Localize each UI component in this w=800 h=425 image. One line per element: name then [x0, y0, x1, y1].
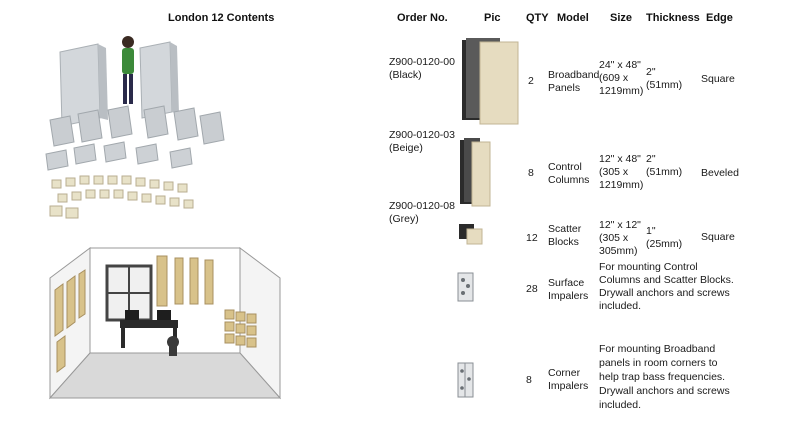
order-number: Z900-0120-08 — [389, 200, 455, 212]
description-line: help trap bass frequencies. — [599, 371, 726, 383]
description-line: Drywall anchors and screws — [599, 287, 730, 299]
header-model: Model — [557, 12, 589, 24]
qty-value: 8 — [528, 167, 534, 179]
room-layout-illustration — [48, 247, 282, 400]
model-name: Broadband — [548, 69, 600, 81]
edge-value: Square — [701, 231, 735, 243]
thickness-value: 1" — [646, 225, 656, 237]
header-thickness: Thickness — [646, 12, 700, 24]
size-value: (305 x — [599, 232, 629, 244]
header-qty: QTY — [526, 12, 549, 24]
scatter-block-image — [459, 224, 483, 245]
header-edge: Edge — [706, 12, 733, 24]
size-value: 24" x 48" — [599, 59, 641, 71]
broadband-panel-image — [462, 38, 519, 125]
header-pic: Pic — [484, 12, 501, 24]
model-name: Columns — [548, 174, 590, 186]
model-name: Impalers — [548, 380, 589, 392]
size-value: 12" x 12" — [599, 219, 641, 231]
model-name: Impalers — [548, 290, 589, 302]
model-name: Scatter — [548, 223, 582, 235]
order-color: (Black) — [389, 69, 422, 81]
header-order-no: Order No. — [397, 12, 448, 24]
corner-impaler-image — [457, 362, 474, 398]
qty-value: 2 — [528, 75, 534, 87]
description-line: included. — [599, 300, 642, 312]
thickness-value: 2" — [646, 66, 656, 78]
edge-value: Square — [701, 73, 735, 85]
size-value: 12" x 48" — [599, 153, 641, 165]
description-line: For mounting Control — [599, 261, 698, 273]
thickness-value: (25mm) — [646, 238, 683, 250]
order-color: (Beige) — [389, 142, 423, 154]
surface-impaler-image — [457, 272, 474, 302]
order-number: Z900-0120-00 — [389, 56, 455, 68]
model-name: Panels — [548, 82, 581, 94]
description-line: Drywall anchors and screws — [599, 385, 730, 397]
order-number: Z900-0120-03 — [389, 129, 455, 141]
control-column-image — [460, 138, 491, 207]
model-name: Corner — [548, 367, 581, 379]
size-value: (609 x — [599, 72, 629, 84]
size-value: 1219mm) — [599, 179, 644, 191]
size-value: 305mm) — [599, 245, 638, 257]
description-line: panels in room corners to — [599, 357, 718, 369]
edge-value: Beveled — [701, 167, 739, 179]
size-value: (305 x — [599, 166, 629, 178]
contents-title: London 12 Contents — [168, 12, 275, 24]
thickness-value: (51mm) — [646, 166, 683, 178]
kit-contents-illustration — [45, 36, 225, 219]
header-size: Size — [610, 12, 633, 24]
qty-value: 12 — [526, 232, 538, 244]
order-color: (Grey) — [389, 213, 419, 225]
model-name: Control — [548, 161, 582, 173]
thickness-value: (51mm) — [646, 79, 683, 91]
description-line: Columns and Scatter Blocks. — [599, 274, 734, 286]
description-line: For mounting Broadband — [599, 343, 716, 355]
size-value: 1219mm) — [599, 85, 644, 97]
thickness-value: 2" — [646, 153, 656, 165]
model-name: Surface — [548, 277, 585, 289]
qty-value: 8 — [526, 374, 532, 386]
description-line: included. — [599, 399, 642, 411]
qty-value: 28 — [526, 283, 538, 295]
model-name: Blocks — [548, 236, 579, 248]
